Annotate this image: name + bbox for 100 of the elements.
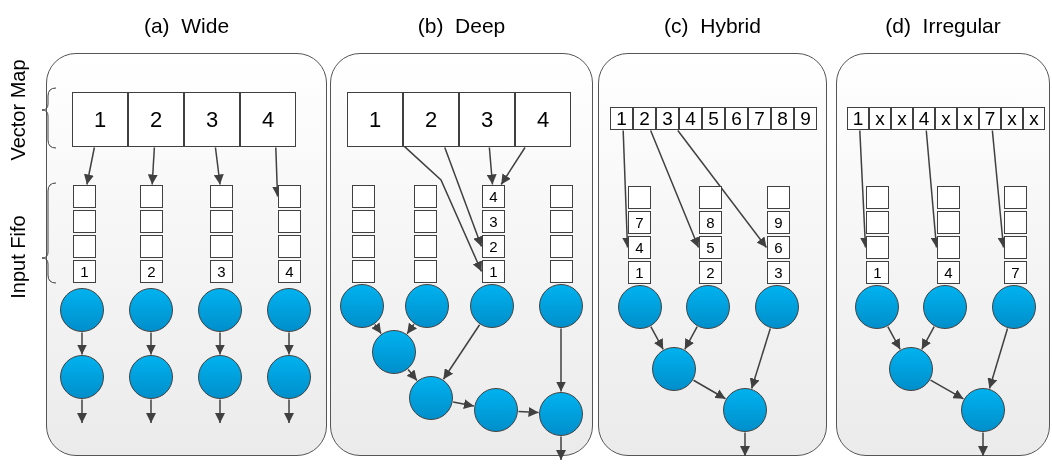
vector-cell: 1 [347, 92, 403, 147]
fifo-slot [937, 211, 960, 234]
arrow [921, 326, 935, 350]
fifo-slot [210, 235, 233, 258]
vector-cell: 6 [767, 236, 790, 259]
vector-cell: 2 [140, 260, 163, 283]
fifo-slot [210, 210, 233, 233]
fifo-slot [140, 235, 163, 258]
arrow [978, 431, 988, 457]
vector-cell: 6 [725, 107, 748, 130]
vector-cell: 7 [979, 107, 1001, 130]
arrow [452, 399, 475, 409]
arrow [284, 398, 294, 424]
vector-cell: 1 [610, 107, 633, 130]
fifo-slot [414, 260, 437, 283]
fifo-slot [414, 210, 437, 233]
fifo-slot [1004, 211, 1027, 234]
vector-cell: 3 [184, 92, 240, 147]
arrow [215, 331, 225, 356]
vector-cell: 2 [128, 92, 184, 147]
fifo-slot [352, 260, 375, 283]
vector-cell: 4 [628, 236, 651, 259]
arrow [517, 407, 540, 417]
vector-cell: 9 [794, 107, 817, 130]
arrow [77, 398, 87, 424]
fifo-slot [866, 236, 889, 259]
arrow [887, 326, 901, 350]
fifo-slot [73, 185, 96, 208]
fifo-slot [866, 186, 889, 209]
fifo-slot [1004, 186, 1027, 209]
arrow [444, 146, 483, 248]
fifo-slot [414, 185, 437, 208]
vector-cell: x [935, 107, 957, 130]
arrow [740, 431, 750, 457]
vector-cell: 4 [482, 185, 505, 208]
fifo-slot [1004, 236, 1027, 259]
fifo-slot [937, 236, 960, 259]
panel-title: (a) Wide [143, 13, 230, 40]
axis-label: Vector Map [8, 59, 28, 161]
panel-title: (b) Deep [417, 13, 506, 40]
fifo-slot [550, 235, 573, 258]
arrow [677, 129, 768, 249]
vector-cell: 3 [767, 261, 790, 284]
fifo-slot [278, 210, 301, 233]
arrow [147, 146, 158, 186]
vector-cell: 1 [482, 260, 505, 283]
vector-cell: 4 [937, 261, 960, 284]
vector-cell: x [1023, 107, 1045, 130]
arrow [77, 331, 87, 356]
vector-cell: x [869, 107, 891, 130]
arrow [649, 129, 700, 249]
arrow [684, 326, 698, 350]
arrow [692, 379, 727, 400]
vector-cell: x [891, 107, 913, 130]
fifo-slot [352, 235, 375, 258]
vector-cell: 5 [699, 236, 722, 259]
vector-cell: 1 [847, 107, 869, 130]
vector-cell: 1 [72, 92, 128, 147]
arrow [402, 144, 483, 273]
fifo-slot [550, 185, 573, 208]
arrow [284, 331, 294, 356]
vector-cell: 7 [748, 107, 771, 130]
fifo-slot [550, 260, 573, 283]
vector-cell: 1 [866, 261, 889, 284]
vector-cell: 1 [628, 261, 651, 284]
vector-cell: 1 [73, 260, 96, 283]
vector-cell: 2 [699, 261, 722, 284]
arrow [406, 322, 417, 335]
fifo-slot [352, 185, 375, 208]
fifo-slot [73, 210, 96, 233]
fifo-slot [550, 210, 573, 233]
arrow [556, 327, 566, 393]
arrow [486, 146, 497, 186]
vector-cell: 4 [240, 92, 296, 147]
vector-cell: 9 [767, 211, 790, 234]
vector-cell: 7 [628, 211, 651, 234]
fifo-slot [140, 210, 163, 233]
fifo-slot [767, 186, 790, 209]
axis-label: Input Fifo [8, 215, 28, 299]
arrow [442, 324, 481, 380]
vector-cell: 8 [699, 211, 722, 234]
vector-cell: 3 [210, 260, 233, 283]
vector-cell: 8 [771, 107, 794, 130]
vector-cell: 2 [633, 107, 656, 130]
arrow [987, 327, 1009, 390]
vector-cell: 3 [482, 210, 505, 233]
arrow [215, 398, 225, 424]
vector-cell: 2 [403, 92, 459, 147]
fifo-slot [278, 185, 301, 208]
arrow [146, 398, 156, 424]
arrow [213, 146, 224, 186]
vector-cell: 3 [656, 107, 679, 130]
fifo-slot [210, 185, 233, 208]
vector-cell: x [957, 107, 979, 130]
vector-cell: 4 [515, 92, 571, 147]
vector-cell: x [1001, 107, 1023, 130]
vector-cell: 2 [482, 235, 505, 258]
arrow [371, 322, 382, 335]
vector-cell: 4 [913, 107, 935, 130]
arrow [84, 146, 96, 186]
